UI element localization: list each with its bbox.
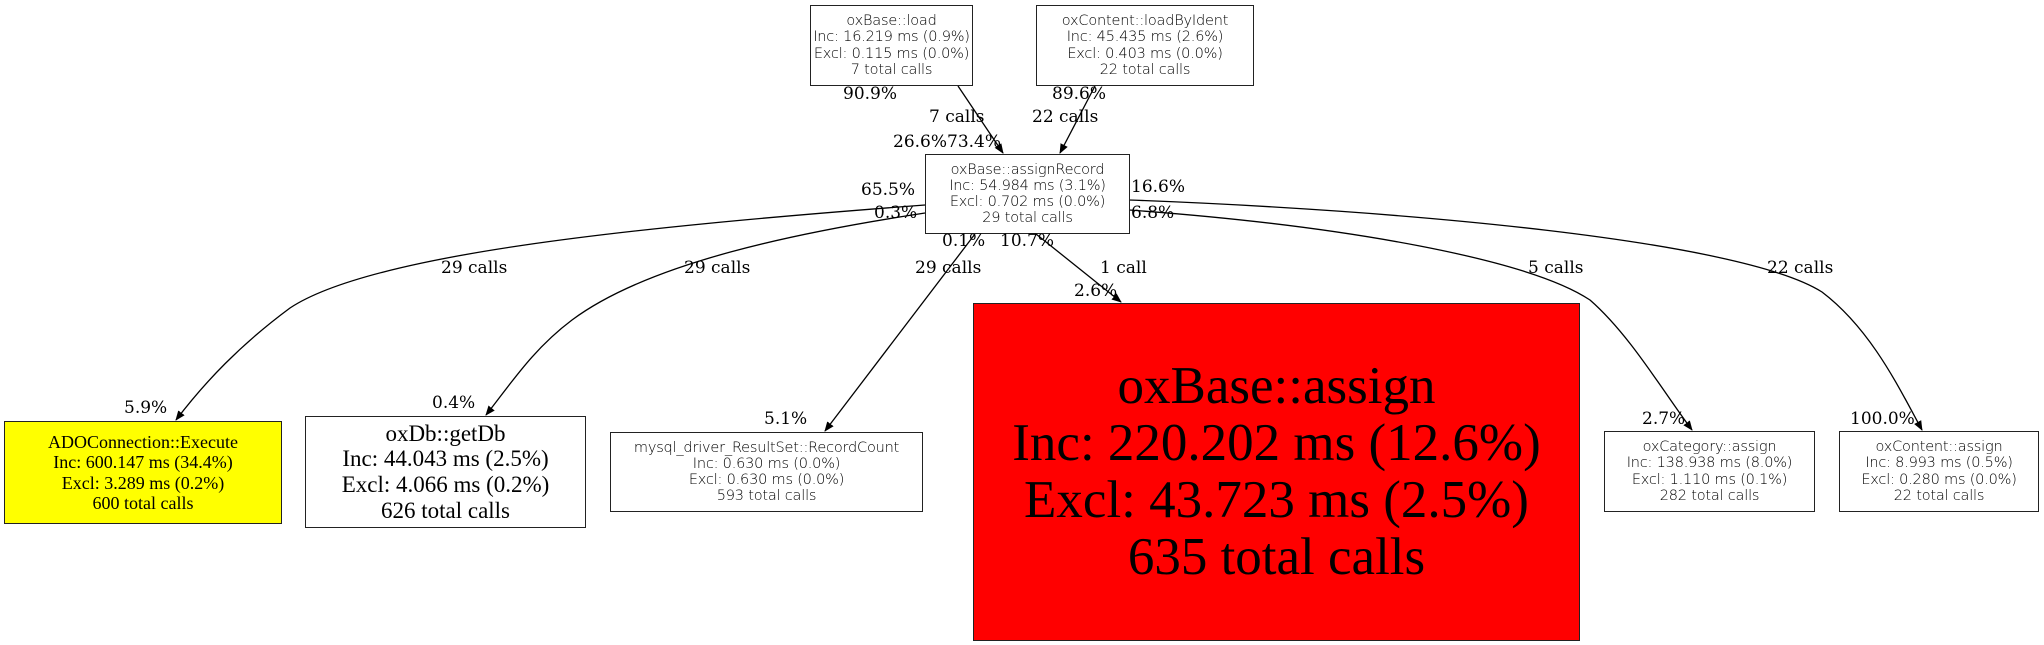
node-name: oxContent::assign xyxy=(1875,439,2003,456)
node-calls: 29 total calls xyxy=(982,210,1073,227)
node-excl: Excl: 1.110 ms (0.1%) xyxy=(1631,471,1788,488)
edge-loadByIdent-assignRecord xyxy=(1059,85,1096,154)
node-inc: Inc: 600.147 ms (34.4%) xyxy=(53,452,233,473)
edge-assignRecord-getDb xyxy=(485,212,926,416)
edge-tail-pct: 16.6% xyxy=(1131,177,1186,197)
node-excl: Excl: 0.115 ms (0.0%) xyxy=(813,45,970,62)
node-calls: 626 total calls xyxy=(380,497,511,523)
edge-head-pct: 2.6% xyxy=(1074,281,1118,301)
node-oxbase-assignrecord[interactable]: oxBase::assignRecord Inc: 54.984 ms (3.1… xyxy=(925,154,1130,234)
node-oxcategory-assign[interactable]: oxCategory::assign Inc: 138.938 ms (8.0%… xyxy=(1604,431,1815,512)
node-oxcontent-assign[interactable]: oxContent::assign Inc: 8.993 ms (0.5%) E… xyxy=(1839,431,2039,512)
edge-label: 22 calls xyxy=(1767,258,1834,278)
edge-label: 5 calls xyxy=(1528,258,1584,278)
edge-label: 29 calls xyxy=(684,258,751,278)
edge-head-pct: 73.4% xyxy=(947,132,1002,152)
node-calls: 7 total calls xyxy=(850,61,933,78)
edge-assignRecord-recordCount xyxy=(824,233,976,432)
edge-head-pct: 2.7% xyxy=(1642,409,1686,429)
node-inc: Inc: 0.630 ms (0.0%) xyxy=(692,455,841,472)
node-inc: Inc: 44.043 ms (2.5%) xyxy=(342,446,549,472)
node-excl: Excl: 0.280 ms (0.0%) xyxy=(1861,471,2017,488)
node-name: oxBase::assign xyxy=(1117,356,1436,415)
node-name: oxContent::loadByIdent xyxy=(1061,13,1229,30)
edge-tail-pct: 0.3% xyxy=(874,203,918,223)
node-excl: Excl: 0.403 ms (0.0%) xyxy=(1067,45,1223,62)
node-inc: Inc: 220.202 ms (12.6%) xyxy=(1012,413,1541,472)
edge-head-pct: 26.6% xyxy=(893,132,948,152)
node-name: ADOConnection::Execute xyxy=(48,432,238,453)
edge-label: 29 calls xyxy=(915,258,982,278)
edge-head-pct: 0.4% xyxy=(432,393,476,413)
edge-label: 22 calls xyxy=(1032,107,1099,127)
node-calls: 282 total calls xyxy=(1659,487,1760,504)
edge-tail-pct: 0.1% xyxy=(942,231,986,251)
node-inc: Inc: 8.993 ms (0.5%) xyxy=(1865,455,2013,472)
node-name: oxBase::load xyxy=(846,13,937,30)
edge-load-assignRecord xyxy=(957,85,1004,154)
node-inc: Inc: 54.984 ms (3.1%) xyxy=(949,177,1106,194)
node-oxbase-assign[interactable]: oxBase::assign Inc: 220.202 ms (12.6%) E… xyxy=(973,303,1580,641)
node-name: oxDb::getDb xyxy=(385,420,506,446)
edge-label: 1 call xyxy=(1100,258,1147,278)
node-name: oxCategory::assign xyxy=(1642,439,1777,456)
node-excl: Excl: 43.723 ms (2.5%) xyxy=(1024,471,1529,529)
edge-head-pct: 5.9% xyxy=(124,398,168,418)
edge-tail-pct: 6.8% xyxy=(1131,203,1175,223)
edge-tail-pct: 90.9% xyxy=(843,84,898,104)
node-calls: 600 total calls xyxy=(92,492,194,513)
node-calls: 635 total calls xyxy=(1127,528,1426,587)
node-inc: Inc: 16.219 ms (0.9%) xyxy=(813,29,970,46)
node-excl: Excl: 3.289 ms (0.2%) xyxy=(61,472,225,493)
node-name: mysql_driver_ResultSet::RecordCount xyxy=(633,439,900,456)
node-calls: 22 total calls xyxy=(1099,61,1191,78)
node-calls: 22 total calls xyxy=(1893,487,1985,504)
node-inc: Inc: 45.435 ms (2.6%) xyxy=(1066,29,1224,46)
edge-assignRecord-execute xyxy=(175,204,926,421)
node-name: oxBase::assignRecord xyxy=(950,161,1105,178)
edge-assignRecord-contentAssign xyxy=(1128,199,1923,431)
node-excl: Excl: 0.702 ms (0.0%) xyxy=(949,194,1106,210)
edge-head-pct: 100.0% xyxy=(1850,409,1915,429)
edge-tail-pct: 10.7% xyxy=(1000,231,1055,251)
node-excl: Excl: 4.066 ms (0.2%) xyxy=(341,472,550,497)
edge-assignRecord-categoryAssign xyxy=(1128,209,1693,431)
node-oxbase-load[interactable]: oxBase::load Inc: 16.219 ms (0.9%) Excl:… xyxy=(810,5,973,86)
edge-tail-pct: 89.6% xyxy=(1052,84,1107,104)
node-excl: Excl: 0.630 ms (0.0%) xyxy=(688,472,845,488)
node-adoconnection-execute[interactable]: ADOConnection::Execute Inc: 600.147 ms (… xyxy=(4,421,282,524)
edge-label: 29 calls xyxy=(441,258,508,278)
node-oxdb-getdb[interactable]: oxDb::getDb Inc: 44.043 ms (2.5%) Excl: … xyxy=(305,416,586,528)
edge-head-pct: 5.1% xyxy=(764,409,808,429)
edge-label: 7 calls xyxy=(929,107,985,127)
edge-assignRecord-assign xyxy=(1035,233,1122,303)
node-oxcontent-loadbyident[interactable]: oxContent::loadByIdent Inc: 45.435 ms (2… xyxy=(1036,5,1254,86)
node-calls: 593 total calls xyxy=(716,488,817,505)
node-inc: Inc: 138.938 ms (8.0%) xyxy=(1626,455,1793,472)
node-mysql-recordcount[interactable]: mysql_driver_ResultSet::RecordCount Inc:… xyxy=(610,432,923,512)
edge-tail-pct: 65.5% xyxy=(861,180,916,200)
